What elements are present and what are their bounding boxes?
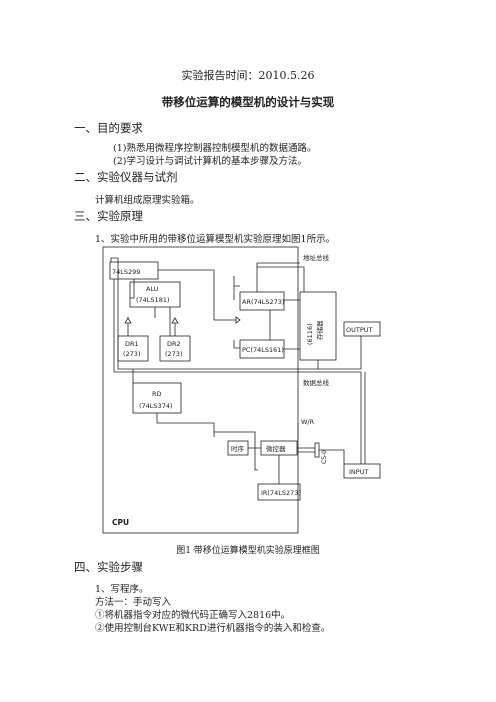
timing-label: 时序 — [231, 444, 245, 453]
data-to-ir — [213, 431, 258, 471]
input-label: INPUT — [349, 468, 368, 476]
arrow-up-dr2 — [171, 317, 179, 324]
section-heading-equipment: 二、实验仪器与试剂 — [74, 170, 178, 184]
ls299-bus-link — [158, 269, 240, 321]
section-heading-purpose: 一、目的要求 — [74, 121, 143, 135]
rd-chip-label: (74LS374) — [139, 402, 173, 410]
memory-label: 存储器 — [315, 320, 324, 340]
step-item-4: ②使用控制台KWE和KRD进行机器指令的装入和检查。 — [95, 623, 331, 634]
address-bus-label: 地址总线 — [303, 253, 330, 262]
equipment-item-1: 计算机组成原理实验箱。 — [95, 195, 200, 206]
ls299-label: 74LS299 — [112, 268, 140, 276]
dr1-label: DR1 — [125, 340, 139, 348]
section-heading-steps: 四、实验步骤 — [74, 560, 143, 574]
alu-dr-links — [127, 307, 176, 336]
purpose-item-2: (2)学习设计与调试计算机的基本步骤及方法。 — [113, 156, 307, 167]
document-title: 带移位运算的模型机的设计与实现 — [161, 95, 335, 109]
memory-chip-label: (6116) — [306, 323, 314, 345]
section-heading-principle: 三、实验原理 — [74, 209, 143, 223]
wr-label: W/R — [301, 418, 315, 426]
ls299-alu-link — [130, 279, 135, 299]
data-bus-line-2 — [110, 257, 296, 370]
data-bus-label: 数据总线 — [303, 378, 330, 387]
dr1-chip-label: (273) — [123, 350, 140, 358]
step-item-1: 1、写程序。 — [95, 584, 149, 595]
controller-wr-links — [248, 447, 315, 453]
cpu-label: CPU — [112, 518, 129, 527]
principle-item-1: 1、实验中所用的带移位运算模型机实验原理如图1所示。 — [95, 234, 336, 245]
alu-label: ALU — [146, 285, 159, 293]
ar-box — [239, 291, 285, 311]
step-item-3: ①将机器指令对应的微代码正确写入2816中。 — [95, 610, 291, 621]
input-box — [343, 463, 381, 479]
controller-label: 微控器 — [266, 444, 286, 453]
output-label: OUTPUT — [346, 326, 373, 334]
step-item-2: 方法一：手动写入 — [95, 597, 172, 608]
report-time: 实验报告时间：2010.5.26 — [181, 69, 315, 82]
rd-links — [132, 369, 215, 432]
figure-caption: 图1 带移位运算模型机实验原理框图 — [176, 546, 320, 556]
data-bus-memory-output — [296, 336, 362, 373]
data-bus-line-1 — [113, 279, 296, 373]
cpu-border — [102, 246, 299, 534]
ir-label: IR(74LS273) — [261, 489, 301, 497]
cs-label: CS-0 — [321, 450, 328, 464]
dr2-label: DR2 — [167, 340, 181, 348]
switch-to-input — [319, 449, 345, 464]
pc-label: PC(74LS161) — [242, 346, 284, 354]
data-bus-to-input — [360, 372, 366, 464]
ar-pc-feed — [233, 276, 240, 349]
switch-box — [314, 442, 320, 458]
purpose-item-1: (1)熟悉用微程序控制器控制模型机的数据通路。 — [113, 143, 317, 154]
arrow-right-ar — [235, 316, 241, 324]
ar-pc-memory — [284, 299, 300, 350]
alu-chip-label: (74LS181) — [136, 296, 170, 304]
arrow-up-dr1 — [124, 317, 132, 324]
address-bus — [256, 262, 305, 292]
dr2-chip-label: (273) — [165, 350, 182, 358]
output-box — [343, 321, 381, 337]
rd-label: RD — [152, 390, 162, 398]
ar-label: AR(74LS273) — [242, 298, 284, 306]
